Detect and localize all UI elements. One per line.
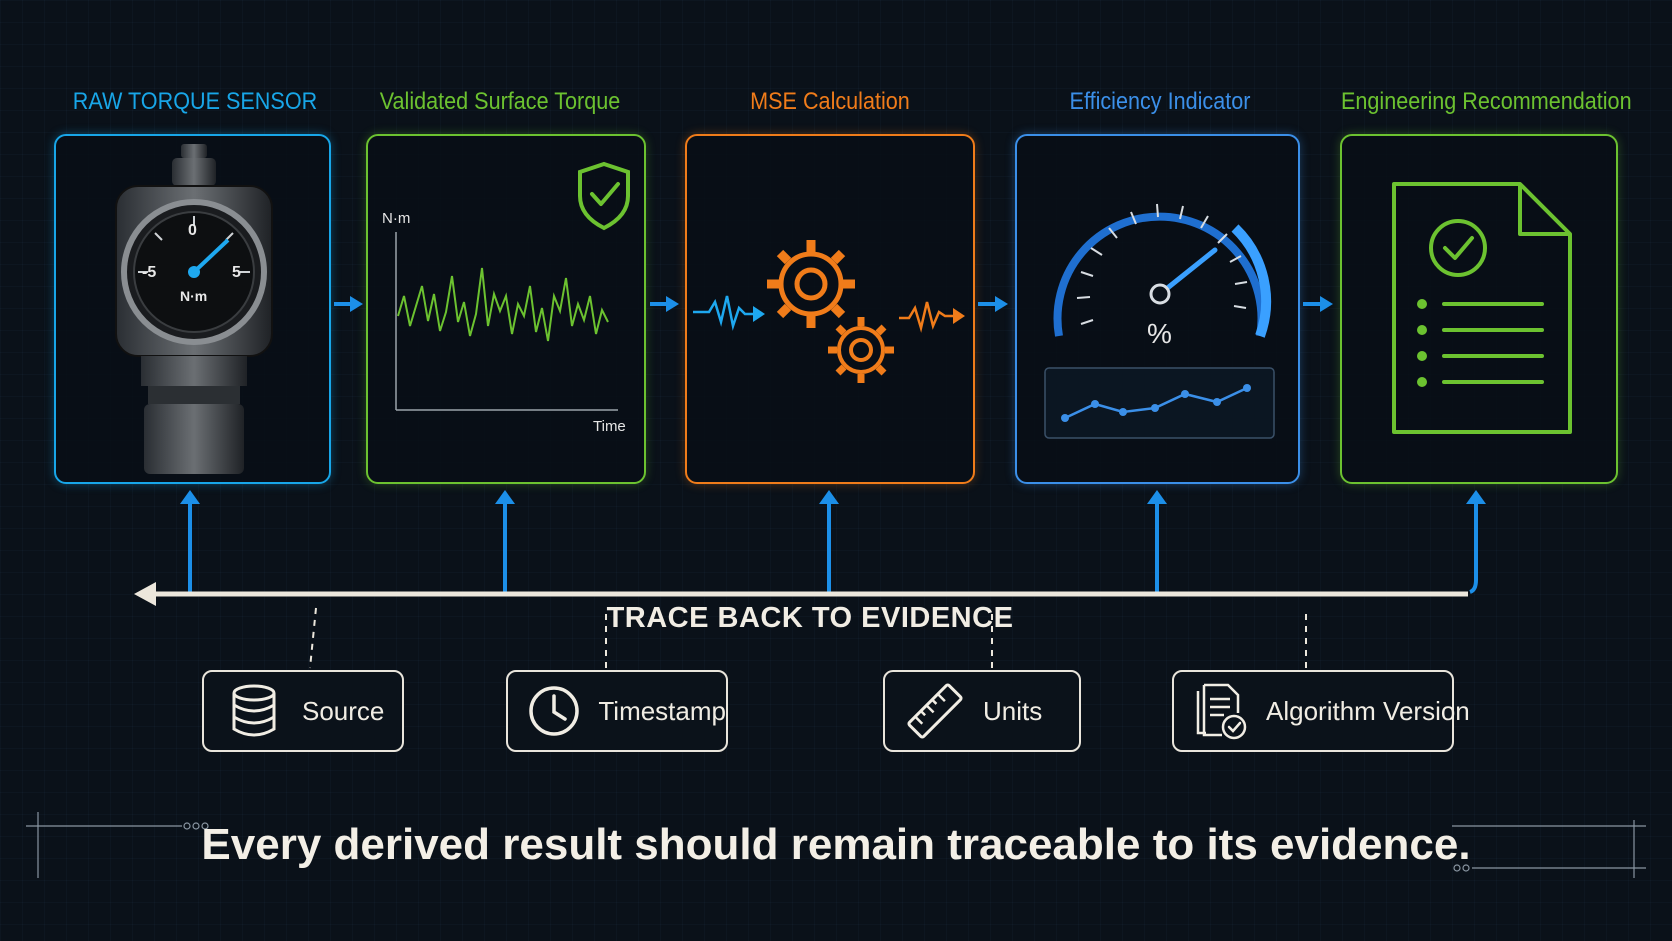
- evidence-chip-timestamp: Timestamp: [506, 670, 728, 752]
- stage-card-validated: N·m Time: [366, 134, 646, 484]
- trace-back-label: TRACE BACK TO EVIDENCE: [606, 602, 1014, 634]
- gears-icon: [693, 240, 965, 383]
- stage-title-validated: Validated Surface Torque: [379, 88, 621, 115]
- gauge-unit-label: %: [1147, 318, 1172, 349]
- chart-ylabel: N·m: [382, 210, 411, 227]
- evidence-chip-label: Timestamp: [598, 695, 726, 726]
- stage-card-recommendation: [1340, 134, 1618, 484]
- dial-label-top: 0: [188, 222, 197, 239]
- document-check-icon: [1392, 182, 1572, 434]
- chart-xlabel: Time: [593, 418, 626, 435]
- stage-card-mse: [685, 134, 975, 484]
- dial-label-left: -5: [142, 264, 157, 281]
- speedometer-icon: [1044, 203, 1275, 439]
- stage-card-efficiency: %: [1015, 134, 1300, 484]
- stage-title-mse: MSE Calculation: [750, 88, 910, 115]
- caption: Every derived result should remain trace…: [201, 820, 1471, 869]
- evidence-chip-label: Source: [302, 695, 385, 726]
- evidence-chip-units: Units: [883, 670, 1081, 752]
- stage-title-recommendation: Engineering Recommendation: [1341, 88, 1632, 115]
- clock-icon: [526, 681, 582, 741]
- evidence-chip-source: Source: [202, 670, 404, 752]
- torque-sensor-gauge-icon: [115, 144, 273, 474]
- up-arrows: [180, 490, 1486, 594]
- dial-label-right: 5: [232, 264, 241, 281]
- versioned-document-check-icon: [1192, 681, 1250, 741]
- evidence-chip-label: Units: [983, 695, 1043, 726]
- dial-unit-label: N·m: [180, 288, 208, 304]
- stage-card-raw: 0 -5 5 N·m: [54, 134, 331, 484]
- shield-check-icon: [578, 161, 630, 231]
- stage-title-raw: RAW TORQUE SENSOR: [72, 88, 318, 115]
- evidence-chip-algorithm-version: Algorithm Version: [1172, 670, 1470, 752]
- time-series-chart: [395, 161, 630, 411]
- evidence-chip-label: Algorithm Version: [1266, 695, 1470, 726]
- database-icon: [222, 681, 286, 741]
- ruler-icon: [903, 681, 967, 741]
- stage-title-efficiency: Efficiency Indicator: [1069, 88, 1251, 115]
